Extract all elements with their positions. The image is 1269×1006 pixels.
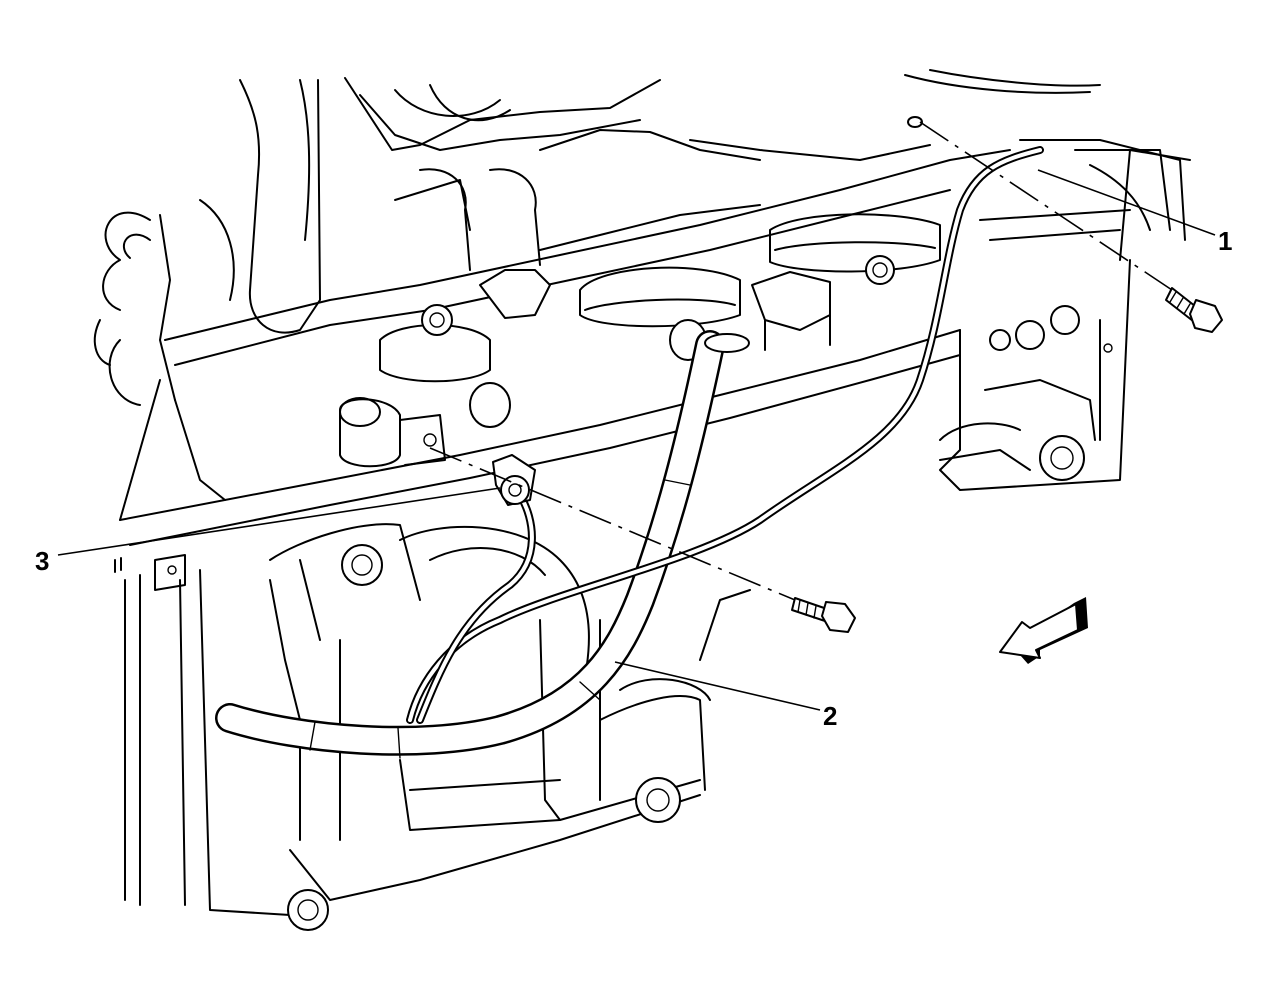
install-guide-upper [919,121,1173,291]
callout-1: 1 [1218,226,1232,256]
leader-line-1 [1037,169,1216,236]
indicator-tube [215,330,750,759]
install-guide-lower [429,447,796,601]
upper-engine-components [239,69,1186,334]
engine-block-rails [119,149,1011,546]
leader-line-3 [57,487,501,556]
callout-3: 3 [35,546,49,576]
bolt-upper [1165,287,1223,333]
cylinder-bosses [379,168,941,428]
tube-bracket [492,454,536,506]
leader-line-2 [614,661,821,711]
right-mount-bracket [939,149,1191,491]
bolt-lower [791,597,856,633]
front-direction-arrow-icon [999,597,1088,664]
callout-2: 2 [823,701,837,731]
left-harness-loops [93,199,235,521]
rigid-line [406,146,1044,724]
sensor-cylinder [339,397,446,468]
